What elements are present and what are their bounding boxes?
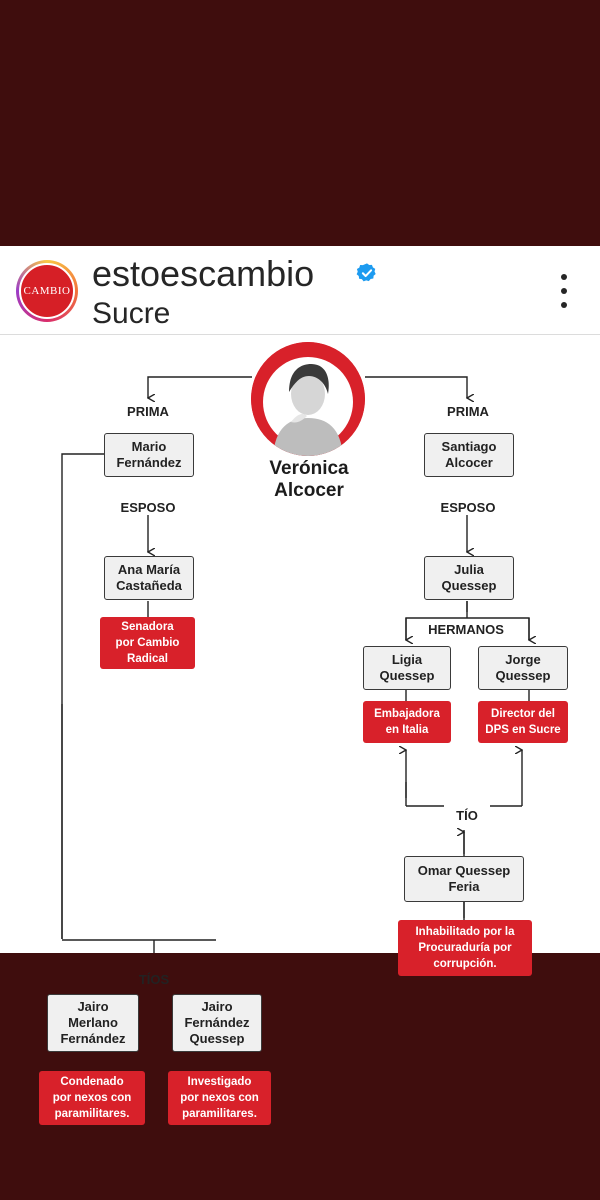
connector-lines [61, 376, 600, 953]
veronica-alcocer-photo [251, 342, 365, 456]
portrait-icon [251, 342, 365, 456]
post-username[interactable]: estoescambio [92, 253, 315, 294]
relation-esposo-left: ESPOSO [120, 500, 176, 515]
post-header: CAMBIO estoescambio Sucre [0, 246, 600, 335]
verified-badge-icon [356, 263, 376, 282]
relation-prima-left: PRIMA [127, 404, 169, 419]
more-options-icon[interactable] [554, 274, 574, 308]
relation-prima-right: PRIMA [447, 404, 489, 419]
instagram-post: CAMBIO estoescambio Sucre [0, 246, 600, 1125]
relation-tios: TÍOS [138, 972, 170, 987]
center-name-last: Alcocer [274, 480, 344, 501]
relation-tio: TÍO [456, 808, 478, 823]
center-person-name: Verónica Alcocer [236, 458, 382, 502]
profile-avatar[interactable]: CAMBIO [16, 260, 78, 322]
center-name-first: Verónica [269, 458, 349, 479]
avatar-logo-text: CAMBIO [23, 285, 71, 297]
avatar-logo: CAMBIO [19, 263, 75, 319]
post-location[interactable]: Sucre [92, 297, 171, 330]
relation-esposo-right: ESPOSO [440, 500, 496, 515]
relation-hermanos: HERMANOS [418, 622, 514, 637]
